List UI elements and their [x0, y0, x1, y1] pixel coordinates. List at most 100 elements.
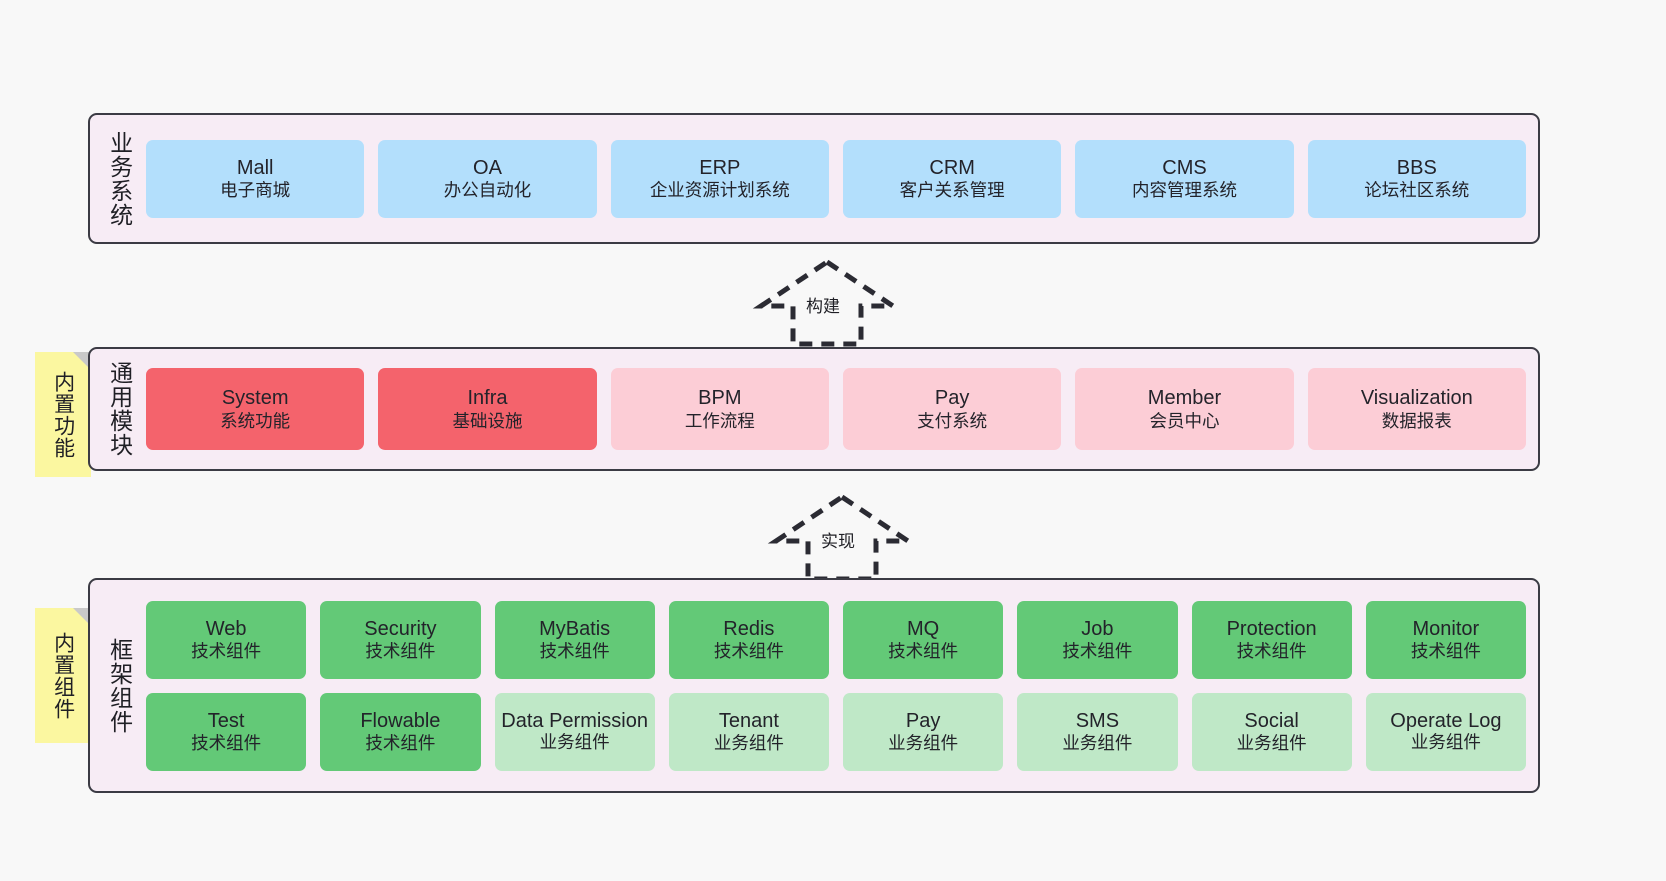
card-title: Pay — [934, 387, 970, 410]
folded-corner-icon — [73, 608, 91, 626]
card-subtitle: 技术组件 — [1062, 641, 1133, 662]
card-title: Web — [205, 617, 247, 640]
card-subtitle: 技术组件 — [1236, 641, 1307, 662]
card-subtitle: 支付系统 — [917, 410, 988, 431]
sticky-note-builtin-features: 内置功能 — [35, 352, 91, 477]
card-title: System — [221, 387, 289, 410]
card-subtitle: 系统功能 — [220, 410, 291, 431]
card-title: Social — [1244, 709, 1299, 732]
card-title: Pay — [905, 709, 941, 732]
card-subtitle: 业务组件 — [713, 733, 784, 754]
sticky-note-builtin-components: 内置组件 — [35, 608, 91, 743]
card-title: Mall — [236, 156, 274, 179]
card-title: CRM — [929, 156, 975, 179]
connector-arrow-build: 构建 — [752, 258, 902, 347]
card-subtitle: 技术组件 — [365, 733, 436, 754]
card-title: Job — [1081, 617, 1114, 640]
connector-label-implement: 实现 — [819, 527, 857, 552]
card-subtitle: 数据报表 — [1381, 410, 1452, 431]
card-title: Infra — [467, 387, 508, 410]
card-subtitle: 工作流程 — [684, 410, 755, 431]
card-subtitle: 技术组件 — [365, 641, 436, 662]
card-subtitle: 技术组件 — [1410, 641, 1481, 662]
card-subtitle: 技术组件 — [191, 733, 262, 754]
card-title: MQ — [907, 617, 940, 640]
card-title: OA — [473, 156, 502, 179]
card-subtitle: 办公自动化 — [443, 180, 532, 201]
sticky-note-builtin-components-label: 内置组件 — [51, 631, 75, 720]
connector-label-build: 构建 — [804, 292, 842, 317]
card-subtitle: 业务组件 — [539, 732, 610, 753]
card-subtitle: 技术组件 — [539, 641, 610, 662]
card-title: Security — [364, 617, 437, 640]
card-title: BBS — [1396, 156, 1437, 179]
folded-corner-icon — [73, 352, 91, 370]
card-subtitle: 业务组件 — [1236, 733, 1307, 754]
layer-label-framework-components: 框架组件 — [106, 637, 133, 734]
card-subtitle: 会员中心 — [1149, 410, 1220, 431]
card-title: Tenant — [718, 709, 779, 732]
card-subtitle: 业务组件 — [1062, 733, 1133, 754]
card-title: CMS — [1162, 156, 1207, 179]
card-title: Protection — [1226, 617, 1317, 640]
card-title: Data Permission — [501, 709, 648, 732]
card-title: BPM — [698, 387, 742, 410]
card-subtitle: 技术组件 — [713, 641, 784, 662]
card-subtitle: 技术组件 — [888, 641, 959, 662]
card-title: Visualization — [1360, 387, 1473, 410]
sticky-note-builtin-features-label: 内置功能 — [51, 370, 75, 459]
card-title: ERP — [699, 156, 741, 179]
card-title: SMS — [1075, 709, 1120, 732]
card-subtitle: 基础设施 — [452, 410, 523, 431]
card-subtitle: 技术组件 — [191, 641, 262, 662]
card-title: Flowable — [360, 709, 441, 732]
card-subtitle: 内容管理系统 — [1131, 180, 1237, 201]
build-arrow-icon — [752, 258, 902, 347]
connector-arrow-implement: 实现 — [767, 493, 917, 582]
card-subtitle: 业务组件 — [1410, 732, 1481, 753]
layer-label-business-systems: 业务系统 — [106, 130, 133, 227]
card-subtitle: 业务组件 — [888, 733, 959, 754]
card-title: Test — [207, 709, 245, 732]
card-title: MyBatis — [539, 617, 611, 640]
card-subtitle: 企业资源计划系统 — [649, 180, 790, 201]
card-title: Operate Log — [1390, 709, 1502, 732]
card-subtitle: 论坛社区系统 — [1364, 180, 1470, 201]
